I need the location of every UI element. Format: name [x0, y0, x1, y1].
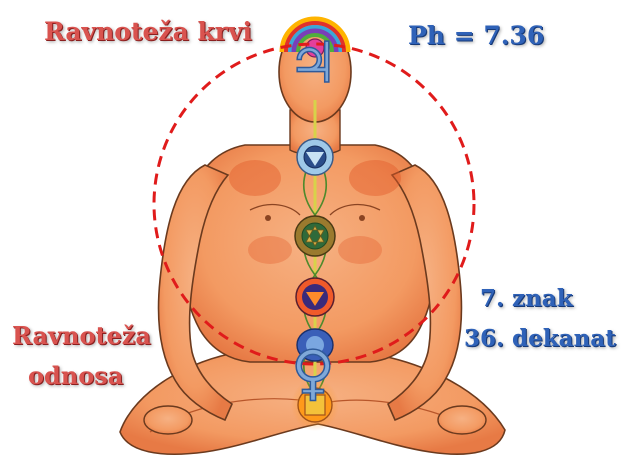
heart-chakra-icon [294, 215, 336, 257]
left-caption-line2: odnosa [28, 361, 124, 390]
right-caption-line1: 7. znak [480, 285, 573, 312]
ph-value-label: Ph = 7.36 [408, 21, 545, 50]
solar-plexus-chakra-icon [295, 277, 335, 317]
venus-symbol-icon: ♀ [290, 337, 335, 409]
svg-text:♀: ♀ [291, 338, 335, 408]
root-chakra-icon [291, 379, 339, 431]
right-caption-line2: 36. dekanat [464, 325, 616, 352]
dashed-circle-outline [152, 42, 476, 366]
svg-text:♃: ♃ [288, 31, 338, 96]
title-left-label: Ravnoteža krvi [44, 17, 252, 46]
crown-chakra-icon [279, 16, 351, 53]
sacral-chakra-icon [296, 328, 334, 362]
throat-chakra-icon [296, 138, 334, 176]
left-caption-line1: Ravnoteža [12, 321, 151, 350]
jupiter-symbol-icon: ♃ [287, 30, 339, 97]
